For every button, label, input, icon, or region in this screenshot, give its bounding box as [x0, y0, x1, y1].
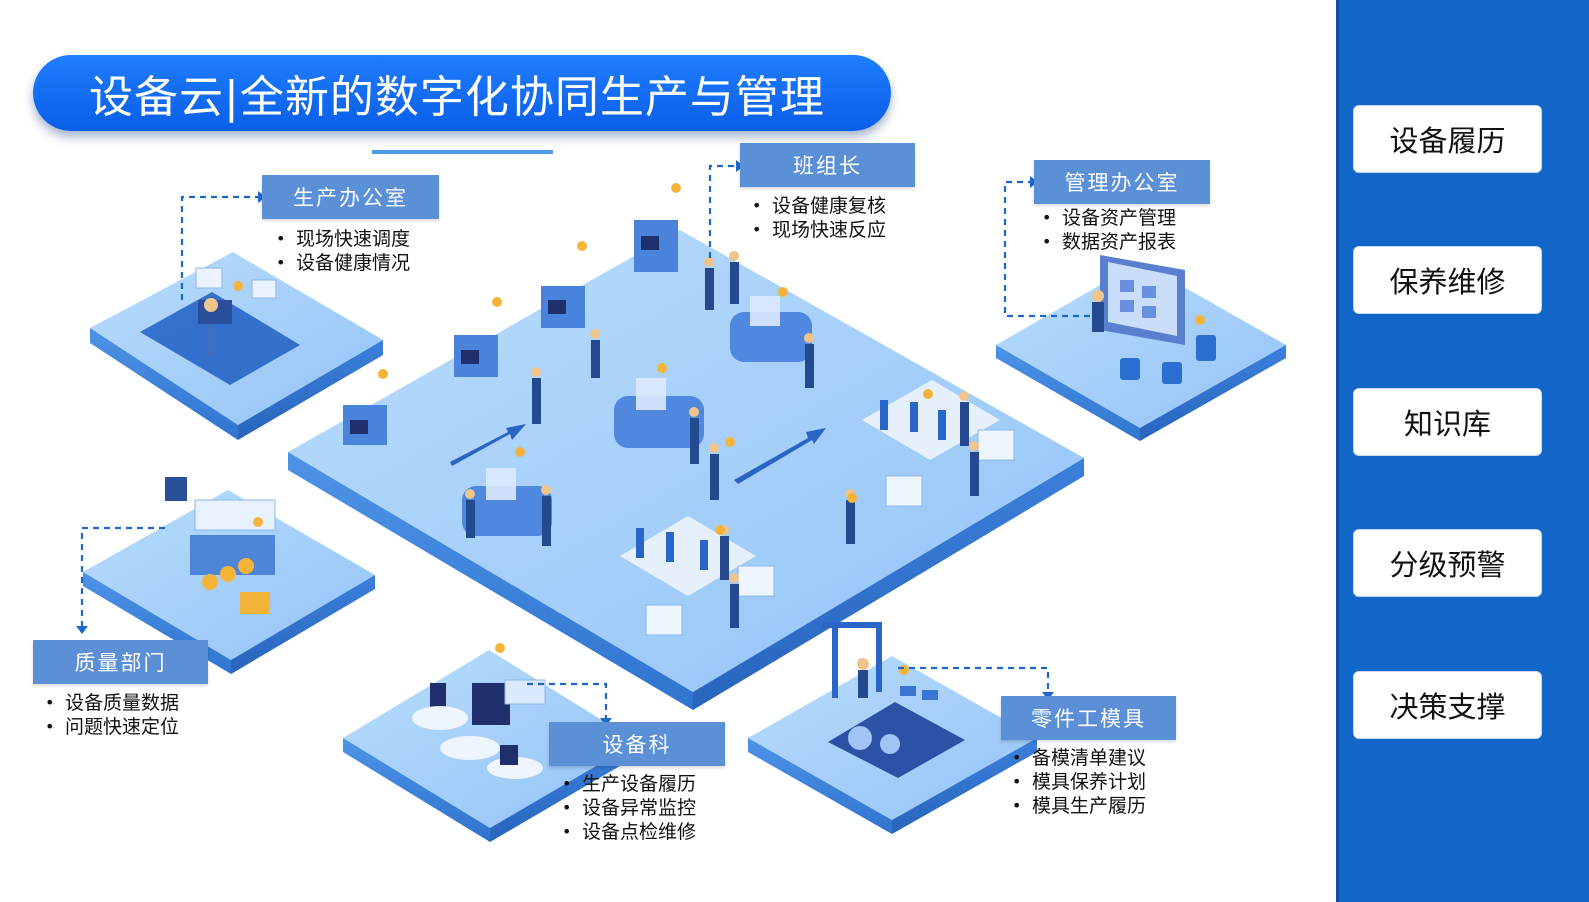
dashed-connectors	[80, 164, 1090, 718]
side-menu-equipment-history[interactable]: 设备履历	[1353, 105, 1542, 173]
label-production-office: 生产办公室	[262, 175, 439, 219]
parts-molds-bullets: 备模清单建议 模具保养计划 模具生产履历	[1010, 746, 1146, 818]
machine-group	[343, 220, 1015, 636]
bullet-item: 现场快速反应	[750, 218, 886, 242]
page-title-banner: 设备云|全新的数字化协同生产与管理	[33, 55, 891, 131]
central-platform	[288, 230, 1084, 710]
production-office-platform	[90, 252, 383, 440]
bullet-item: 设备资产管理	[1040, 206, 1176, 230]
page-title: 设备云|全新的数字化协同生产与管理	[89, 72, 825, 123]
side-panel-edge	[1336, 0, 1339, 902]
bullet-item: 问题快速定位	[43, 715, 179, 739]
alert-bell-icons	[233, 183, 1205, 675]
worker-figures	[465, 251, 979, 628]
bullet-item: 设备质量数据	[43, 691, 179, 715]
label-parts-molds: 零件工模具	[1001, 696, 1176, 740]
label-quality-dept: 质量部门	[33, 640, 208, 684]
factory-scene-illustration	[76, 160, 1286, 842]
management-office-bullets: 设备资产管理 数据资产报表	[1040, 206, 1176, 254]
bullet-item: 设备异常监控	[560, 796, 696, 820]
title-underline	[372, 150, 553, 154]
bullet-item: 设备健康复核	[750, 194, 886, 218]
parts-molds-platform	[748, 622, 1037, 834]
side-menu-knowledge-base[interactable]: 知识库	[1353, 388, 1542, 456]
bullet-item: 数据资产报表	[1040, 230, 1176, 254]
team-leader-bullets: 设备健康复核 现场快速反应	[750, 194, 886, 242]
side-menu-maintenance[interactable]: 保养维修	[1353, 246, 1542, 314]
production-office-bullets: 现场快速调度 设备健康情况	[274, 227, 410, 275]
bullet-item: 设备健康情况	[274, 251, 410, 275]
equipment-section-bullets: 生产设备履历 设备异常监控 设备点检维修	[560, 772, 696, 844]
flow-arrows	[450, 424, 826, 484]
label-management-office: 管理办公室	[1034, 160, 1210, 204]
bullet-item: 生产设备履历	[560, 772, 696, 796]
bullet-item: 设备点检维修	[560, 820, 696, 844]
label-equipment-section: 设备科	[549, 722, 725, 766]
side-menu-decision-support[interactable]: 决策支撑	[1353, 671, 1542, 739]
bullet-item: 备模清单建议	[1010, 746, 1146, 770]
bullet-item: 现场快速调度	[274, 227, 410, 251]
quality-dept-bullets: 设备质量数据 问题快速定位	[43, 691, 179, 739]
side-menu-graded-alerts[interactable]: 分级预警	[1353, 529, 1542, 597]
bullet-item: 模具生产履历	[1010, 794, 1146, 818]
bullet-item: 模具保养计划	[1010, 770, 1146, 794]
label-team-leader: 班组长	[740, 143, 915, 187]
management-office-platform	[996, 255, 1286, 441]
